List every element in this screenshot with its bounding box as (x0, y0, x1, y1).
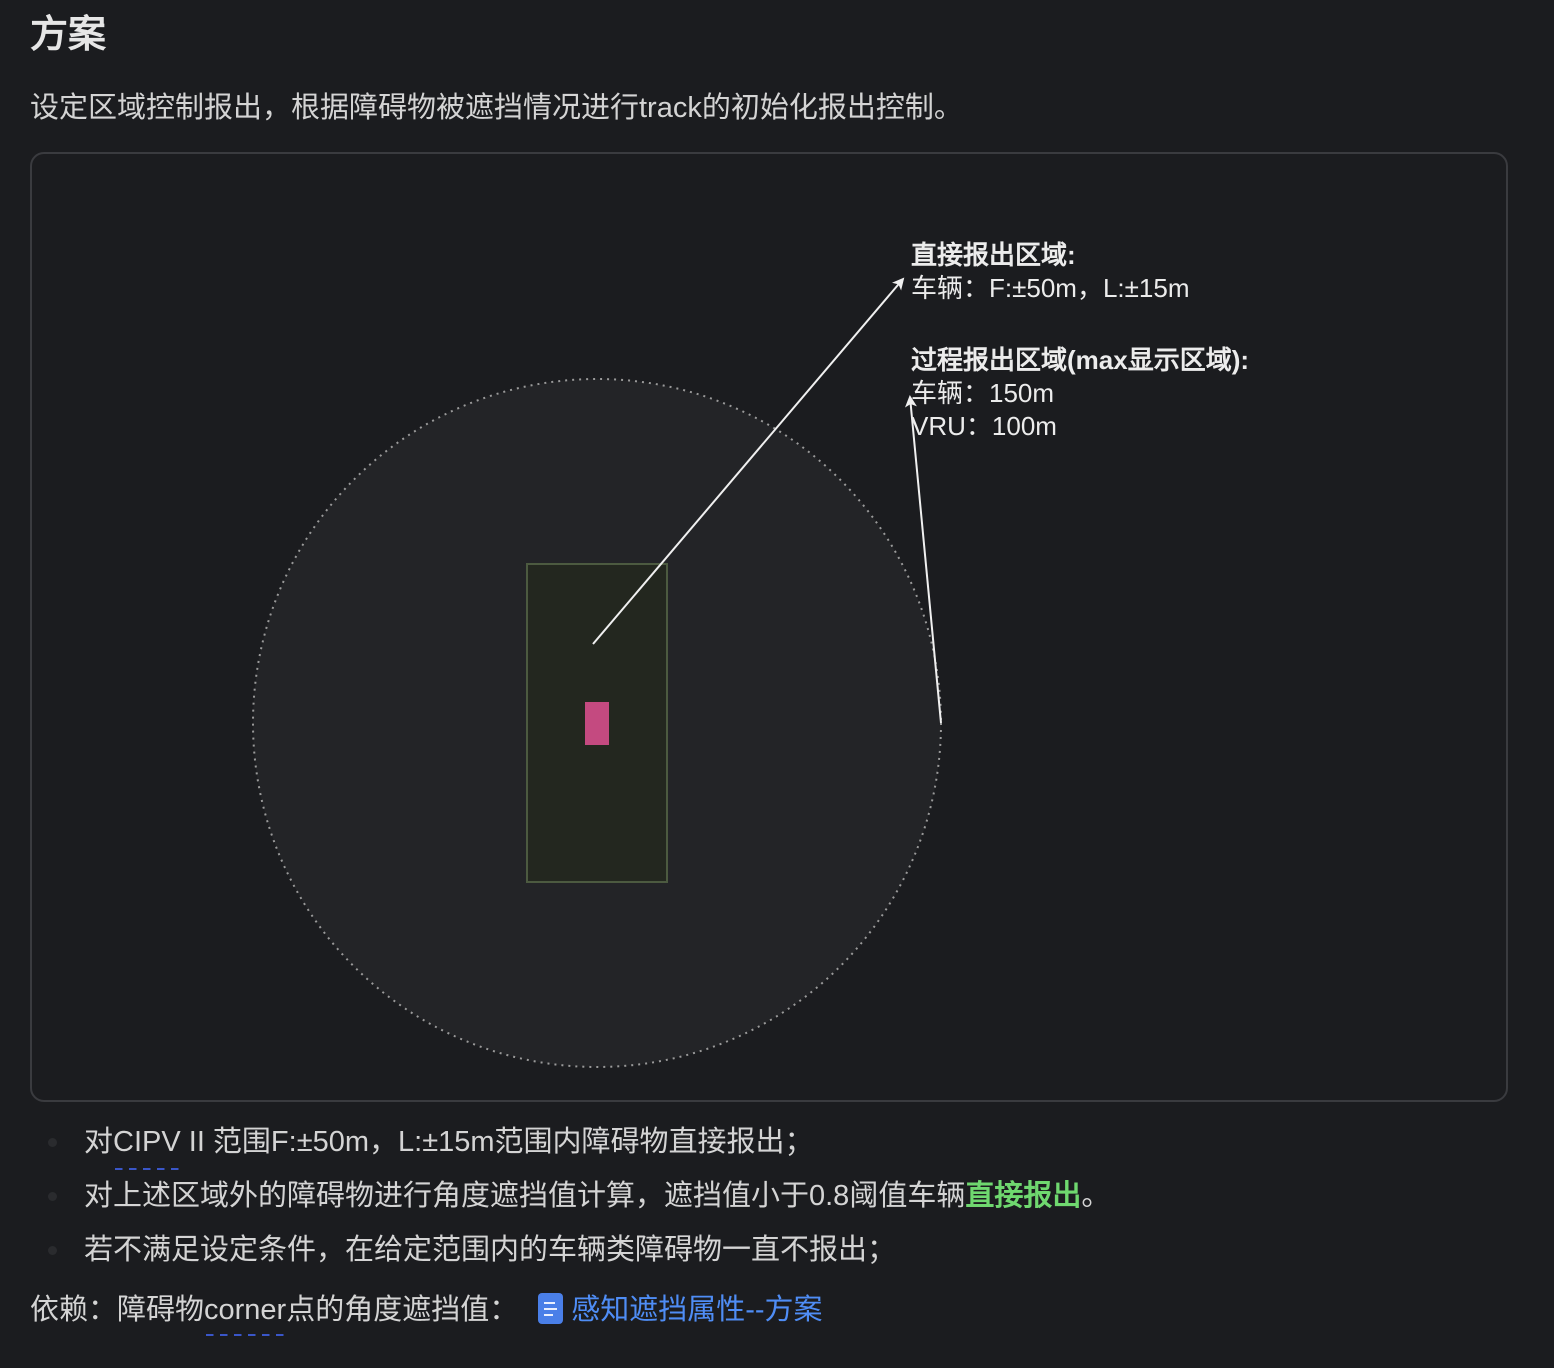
process-zone-vehicle-range: 车辆：150m (911, 378, 1055, 408)
direct-zone-label: 直接报出区域: 车辆：F:±50m，L:±15m (911, 239, 1190, 305)
corner-term[interactable]: corner (204, 1288, 286, 1336)
page-title: 方案 (30, 14, 107, 56)
bullet-dot (48, 1192, 57, 1201)
dependency-line: 依赖：障碍物corner点的角度遮挡值：感知遮挡属性--方案 (30, 1288, 823, 1336)
cipv-term[interactable]: CIPV (113, 1118, 181, 1170)
doc-icon (538, 1293, 564, 1324)
ego-vehicle (585, 702, 609, 745)
list-item: 对上述区域外的障碍物进行角度遮挡值计算，遮挡值小于0.8阈值车辆直接报出。 (30, 1172, 1110, 1226)
list-item: 若不满足设定条件，在给定范围内的车辆类障碍物一直不报出； (30, 1226, 1110, 1280)
doc-link-occlusion[interactable]: 感知遮挡属性--方案 (538, 1293, 823, 1326)
bullet-dot (48, 1246, 57, 1255)
direct-zone-vehicle-range: 车辆：F:±50m，L:±15m (911, 273, 1190, 303)
process-zone-title: 过程报出区域(max显示区域): (911, 345, 1250, 375)
direct-zone-arrow (592, 277, 905, 645)
rule-list: 对CIPV II 范围F:±50m，L:±15m范围内障碍物直接报出； 对上述区… (30, 1118, 1110, 1280)
process-zone-arrow (904, 395, 942, 724)
process-zone-label: 过程报出区域(max显示区域): 车辆：150m VRU：100m (911, 344, 1249, 443)
highlight-direct-report: 直接报出 (965, 1180, 1082, 1212)
list-item: 对CIPV II 范围F:±50m，L:±15m范围内障碍物直接报出； (30, 1118, 1110, 1172)
process-zone-vru-range: VRU：100m (911, 411, 1057, 441)
intro-paragraph: 设定区域控制报出，根据障碍物被遮挡情况进行track的初始化报出控制。 (30, 92, 963, 124)
bullet-dot (48, 1138, 57, 1147)
direct-zone-title: 直接报出区域: (911, 240, 1076, 270)
